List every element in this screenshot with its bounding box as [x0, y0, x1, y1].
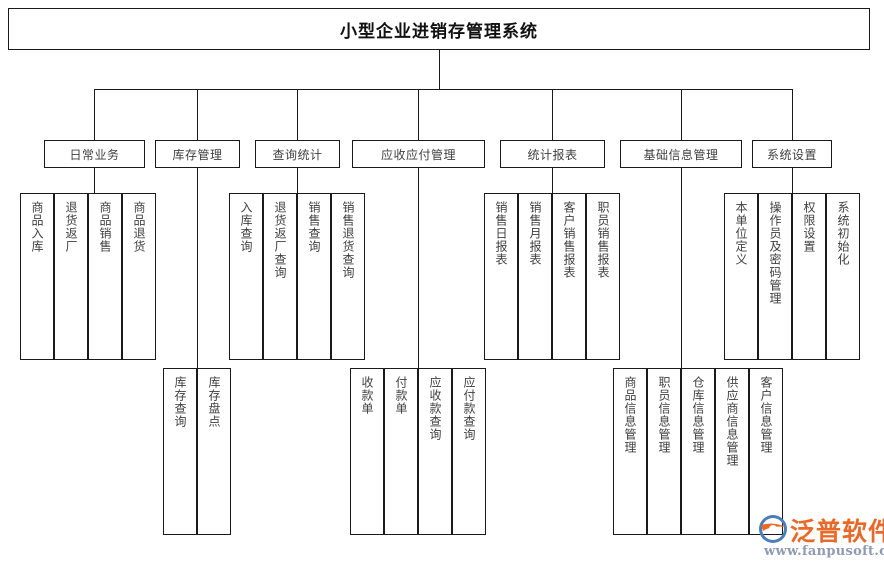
- leaf-operator-password-management-label: 操作员及密码管理: [768, 201, 782, 305]
- leaf-system-initialization[interactable]: 系统初始化: [826, 193, 860, 360]
- leaf-stock-query[interactable]: 库存查询: [163, 368, 197, 535]
- leaf-payment-voucher-label: 付款单: [394, 376, 408, 415]
- connector-daily-to-leaves: [94, 168, 95, 193]
- bus-drop-query: [297, 89, 298, 140]
- node-system-settings[interactable]: 系统设置: [752, 140, 832, 168]
- leaf-receivable-query-label: 应收款查询: [428, 376, 442, 441]
- leaf-goods-inbound[interactable]: 商品入库: [20, 193, 54, 360]
- leaf-goods-info-management-label: 商品信息管理: [623, 376, 637, 454]
- root-node: 小型企业进销存管理系统: [8, 8, 870, 50]
- leaf-staff-sales-report[interactable]: 职员销售报表: [586, 193, 620, 360]
- leaf-supplier-info-management-label: 供应商信息管理: [725, 376, 739, 467]
- leaf-sales-return-query-label: 销售退货查询: [341, 201, 355, 279]
- leaf-return-to-factory-label: 退货返厂: [64, 201, 78, 253]
- leaf-staff-sales-report-label: 职员销售报表: [596, 201, 610, 279]
- leaf-customer-sales-report-label: 客户销售报表: [562, 201, 576, 279]
- leaf-monthly-sales-report[interactable]: 销售月报表: [518, 193, 552, 360]
- root-title: 小型企业进销存管理系统: [340, 21, 538, 42]
- leaf-monthly-sales-report-label: 销售月报表: [528, 201, 542, 266]
- bus-drop-settings: [792, 89, 793, 140]
- leaf-receivable-query[interactable]: 应收款查询: [418, 368, 452, 535]
- leaf-payable-query[interactable]: 应付款查询: [452, 368, 486, 535]
- leaf-operator-password-management[interactable]: 操作员及密码管理: [758, 193, 792, 360]
- leaf-receipt-voucher-label: 收款单: [360, 376, 374, 415]
- leaf-stock-query-label: 库存查询: [173, 376, 187, 428]
- bus-drop-basicinfo: [681, 89, 682, 140]
- connector-query-to-leaves: [297, 168, 298, 193]
- leaf-goods-info-management[interactable]: 商品信息管理: [613, 368, 647, 535]
- leaf-customer-info-management[interactable]: 客户信息管理: [749, 368, 783, 535]
- connector-basicinfo-to-leaves: [681, 168, 682, 368]
- leaf-warehouse-info-management-label: 仓库信息管理: [691, 376, 705, 454]
- leaf-customer-sales-report[interactable]: 客户销售报表: [552, 193, 586, 360]
- leaf-company-definition[interactable]: 本单位定义: [724, 193, 758, 360]
- node-query-statistics[interactable]: 查询统计: [255, 140, 340, 168]
- fanpu-software-watermark: 泛普软件 www.fanpusoft.com: [758, 512, 884, 568]
- leaf-goods-sales[interactable]: 商品销售: [88, 193, 122, 360]
- leaf-goods-return-label: 商品退货: [132, 201, 146, 253]
- leaf-receipt-voucher[interactable]: 收款单: [350, 368, 384, 535]
- leaf-return-to-factory-query[interactable]: 退货返厂查询: [263, 193, 297, 360]
- leaf-inbound-query-label: 入库查询: [239, 201, 253, 253]
- leaf-permission-settings[interactable]: 权限设置: [792, 193, 826, 360]
- node-daily-business-label: 日常业务: [69, 147, 120, 162]
- node-ar-ap-management-label: 应收应付管理: [380, 147, 456, 162]
- leaf-payable-query-label: 应付款查询: [462, 376, 476, 441]
- connector-reports-to-leaves: [552, 168, 553, 193]
- leaf-goods-return[interactable]: 商品退货: [122, 193, 156, 360]
- leaf-stock-count[interactable]: 库存盘点: [197, 368, 231, 535]
- fanpu-url-text: www.fanpusoft.com: [764, 544, 884, 559]
- leaf-sales-return-query[interactable]: 销售退货查询: [331, 193, 365, 360]
- leaf-system-initialization-label: 系统初始化: [836, 201, 850, 266]
- leaf-goods-inbound-label: 商品入库: [30, 201, 44, 253]
- leaf-staff-info-management-label: 职员信息管理: [657, 376, 671, 454]
- node-query-statistics-label: 查询统计: [272, 147, 323, 162]
- node-basic-info-management[interactable]: 基础信息管理: [620, 140, 742, 168]
- bus-drop-stock: [197, 89, 198, 140]
- node-statistical-reports[interactable]: 统计报表: [500, 140, 605, 168]
- leaf-return-to-factory-query-label: 退货返厂查询: [273, 201, 287, 279]
- leaf-daily-sales-report[interactable]: 销售日报表: [484, 193, 518, 360]
- fanpu-logo-icon: [759, 515, 787, 543]
- connector-ar-ap-to-leaves: [418, 168, 419, 368]
- node-system-settings-label: 系统设置: [766, 147, 817, 162]
- leaf-goods-sales-label: 商品销售: [98, 201, 112, 253]
- leaf-stock-count-label: 库存盘点: [207, 376, 221, 428]
- leaf-daily-sales-report-label: 销售日报表: [494, 201, 508, 266]
- node-statistical-reports-label: 统计报表: [527, 147, 578, 162]
- node-daily-business[interactable]: 日常业务: [44, 140, 145, 168]
- leaf-payment-voucher[interactable]: 付款单: [384, 368, 418, 535]
- node-basic-info-management-label: 基础信息管理: [643, 147, 719, 162]
- leaf-warehouse-info-management[interactable]: 仓库信息管理: [681, 368, 715, 535]
- bus-drop-ar-ap: [418, 89, 419, 140]
- connector-stock-to-leaves: [197, 168, 198, 368]
- leaf-permission-settings-label: 权限设置: [802, 201, 816, 253]
- leaf-sales-query[interactable]: 销售查询: [297, 193, 331, 360]
- node-stock-management[interactable]: 库存管理: [155, 140, 240, 168]
- level2-bus-line: [94, 89, 792, 90]
- leaf-company-definition-label: 本单位定义: [734, 201, 748, 266]
- bus-drop-daily: [94, 89, 95, 140]
- leaf-staff-info-management[interactable]: 职员信息管理: [647, 368, 681, 535]
- connector-settings-to-leaves: [792, 168, 793, 193]
- fanpu-brand-text: 泛普软件: [790, 517, 884, 546]
- node-stock-management-label: 库存管理: [172, 147, 223, 162]
- bus-drop-reports: [552, 89, 553, 140]
- root-trunk-line: [439, 50, 440, 89]
- leaf-customer-info-management-label: 客户信息管理: [759, 376, 773, 454]
- node-ar-ap-management[interactable]: 应收应付管理: [352, 140, 485, 168]
- leaf-inbound-query[interactable]: 入库查询: [229, 193, 263, 360]
- leaf-sales-query-label: 销售查询: [307, 201, 321, 253]
- leaf-supplier-info-management[interactable]: 供应商信息管理: [715, 368, 749, 535]
- leaf-return-to-factory[interactable]: 退货返厂: [54, 193, 88, 360]
